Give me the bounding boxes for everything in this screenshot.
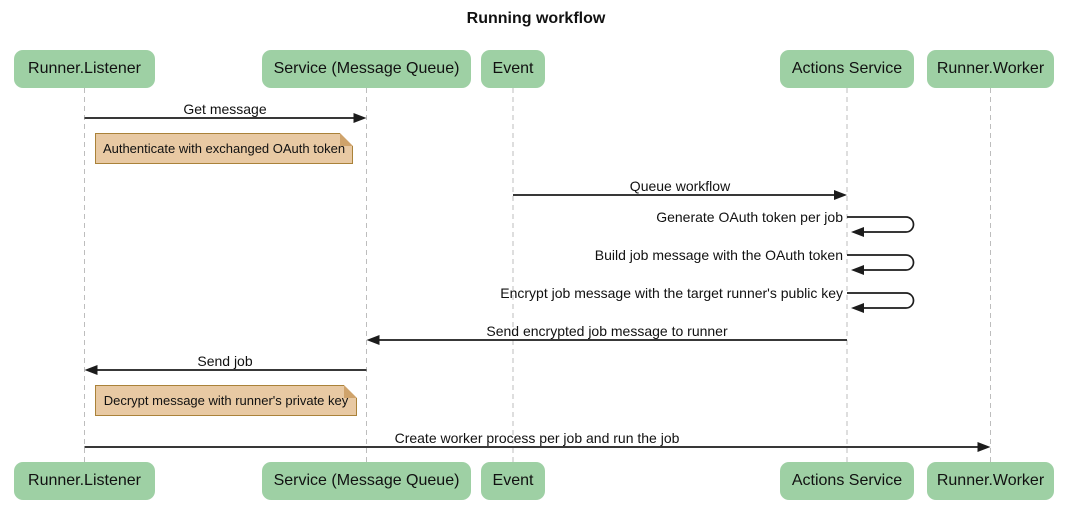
- note-text: Decrypt message with runner's private ke…: [103, 393, 349, 408]
- actor-label: Service (Message Queue): [273, 472, 460, 489]
- message-label-get-message: Get message: [183, 101, 267, 117]
- actor-label: Service (Message Queue): [273, 60, 460, 77]
- actor-label: Actions Service: [791, 472, 903, 489]
- note-fold-corner: [344, 385, 357, 398]
- actor-bottom-actions-service: Actions Service: [780, 462, 914, 500]
- actor-label: Event: [492, 60, 534, 77]
- arrow-encrypt-job-message: [847, 292, 915, 309]
- diagram-title: Running workflow: [466, 10, 606, 27]
- arrow-generate-oauth-token: [847, 216, 915, 233]
- actor-top-service-message-queue: Service (Message Queue): [262, 50, 471, 88]
- arrowhead-build-job-message: [851, 265, 864, 275]
- message-label-encrypt-job-message: Encrypt job message with the target runn…: [500, 285, 843, 301]
- actor-top-runner-worker: Runner.Worker: [927, 50, 1054, 88]
- actor-label: Runner.Listener: [28, 472, 141, 489]
- note-fold-corner: [340, 133, 353, 146]
- arrowhead-generate-oauth-token: [851, 227, 864, 237]
- message-label-create-worker-process: Create worker process per job and run th…: [394, 430, 680, 446]
- note-text: Authenticate with exchanged OAuth token: [102, 141, 346, 156]
- note-decrypt-private-key: Decrypt message with runner's private ke…: [95, 385, 357, 416]
- note-authenticate-oauth: Authenticate with exchanged OAuth token: [95, 133, 353, 164]
- actor-label: Event: [492, 472, 534, 489]
- actor-label: Runner.Listener: [28, 60, 141, 77]
- arrowhead-send-encrypted-job-message: [366, 335, 380, 345]
- actor-label: Actions Service: [791, 60, 903, 77]
- actor-bottom-event: Event: [481, 462, 545, 500]
- actor-top-runner-listener: Runner.Listener: [14, 50, 155, 88]
- message-label-send-job: Send job: [197, 353, 253, 369]
- message-label-build-job-message: Build job message with the OAuth token: [594, 247, 843, 263]
- message-label-generate-oauth-token: Generate OAuth token per job: [656, 209, 843, 225]
- arrow-build-job-message: [847, 254, 915, 271]
- actor-top-event: Event: [481, 50, 545, 88]
- actor-bottom-runner-worker: Runner.Worker: [927, 462, 1054, 500]
- actor-label: Runner.Worker: [936, 472, 1045, 489]
- arrowhead-send-job: [84, 365, 98, 375]
- arrowhead-queue-workflow: [834, 190, 847, 200]
- arrowhead-create-worker-process: [977, 442, 991, 452]
- actor-label: Runner.Worker: [936, 60, 1045, 77]
- actor-bottom-runner-listener: Runner.Listener: [14, 462, 155, 500]
- arrowhead-encrypt-job-message: [851, 303, 864, 313]
- arrowhead-get-message: [353, 113, 367, 123]
- message-label-queue-workflow: Queue workflow: [629, 178, 731, 194]
- message-label-send-encrypted-job-message: Send encrypted job message to runner: [486, 323, 728, 339]
- actor-top-actions-service: Actions Service: [780, 50, 914, 88]
- actor-bottom-service-message-queue: Service (Message Queue): [262, 462, 471, 500]
